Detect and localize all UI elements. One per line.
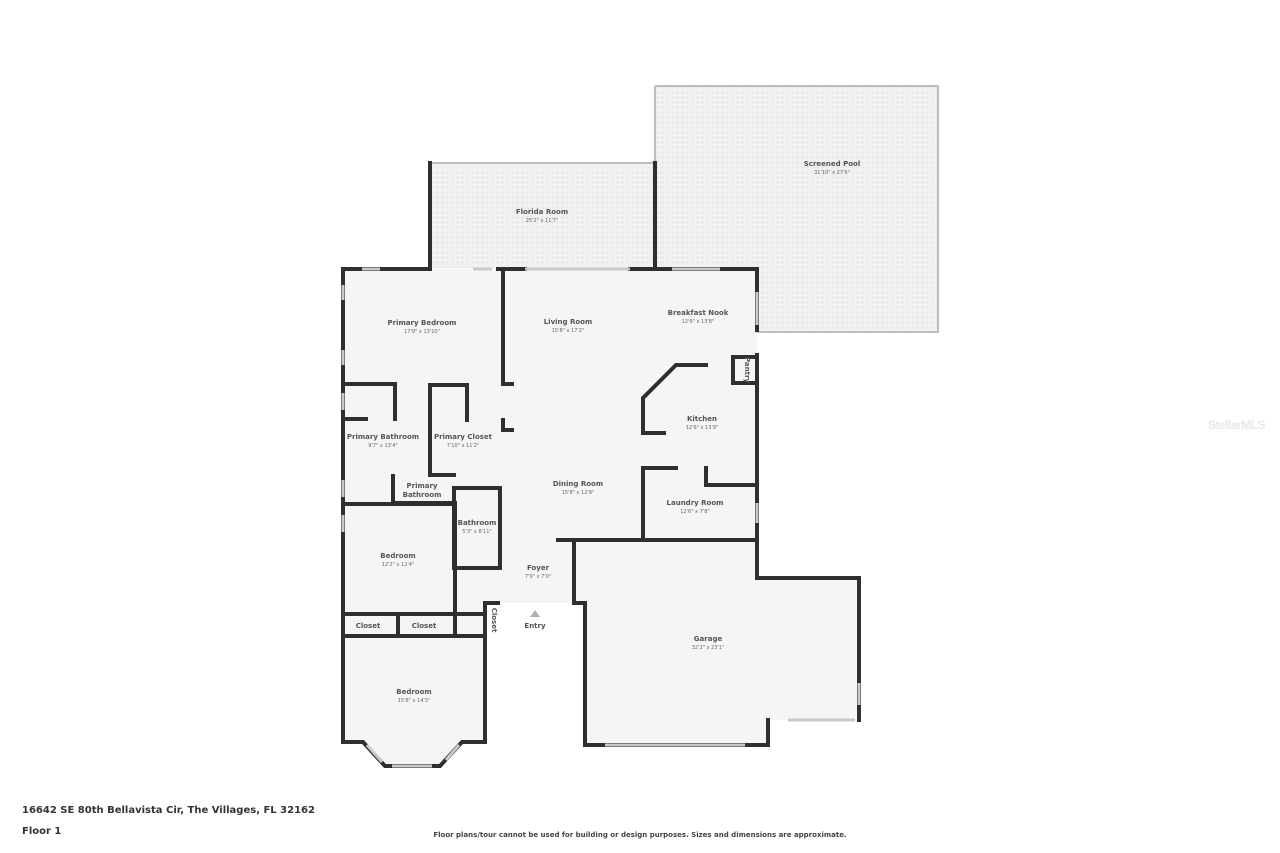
label-bathroom: Bathroom bbox=[458, 519, 497, 527]
label-primary-bathroom-wc: Primary bbox=[406, 482, 437, 490]
label-dining-room: Dining Room bbox=[553, 480, 603, 488]
svg-text:5'3" x 8'11": 5'3" x 8'11" bbox=[462, 529, 491, 535]
svg-text:15'8" x 14'3": 15'8" x 14'3" bbox=[398, 698, 431, 704]
svg-text:32'2" x 23'1": 32'2" x 23'1" bbox=[692, 645, 725, 651]
svg-text:17'9" x 13'10": 17'9" x 13'10" bbox=[404, 329, 440, 335]
label-closet-1: Closet bbox=[356, 622, 381, 630]
property-address: 16642 SE 80th Bellavista Cir, The Villag… bbox=[22, 805, 315, 816]
svg-text:15'8" x 17'2": 15'8" x 17'2" bbox=[552, 328, 585, 334]
floor-label: Floor 1 bbox=[22, 826, 62, 837]
svg-text:9'7" x 13'4": 9'7" x 13'4" bbox=[368, 443, 397, 449]
svg-text:12'6" x 13'8": 12'6" x 13'8" bbox=[682, 319, 715, 325]
svg-text:12'6" x 7'8": 12'6" x 7'8" bbox=[680, 509, 709, 515]
label-entry: Entry bbox=[524, 622, 546, 630]
label-pantry: Pantry bbox=[743, 357, 751, 383]
svg-text:12'2" x 12'4": 12'2" x 12'4" bbox=[382, 562, 415, 568]
label-kitchen: Kitchen bbox=[687, 415, 717, 423]
watermark: StellarMLS bbox=[1208, 418, 1266, 432]
svg-text:31'10" x 27'6": 31'10" x 27'6" bbox=[814, 170, 850, 176]
svg-text:Bathroom: Bathroom bbox=[403, 491, 442, 499]
interior-floor bbox=[343, 269, 859, 766]
label-laundry-room: Laundry Room bbox=[667, 499, 724, 507]
walls bbox=[341, 161, 861, 768]
entry-arrow-icon bbox=[530, 610, 540, 617]
label-garage: Garage bbox=[694, 635, 723, 643]
svg-text:7'9" x 7'0": 7'9" x 7'0" bbox=[525, 574, 551, 580]
label-screened-pool: Screened Pool bbox=[804, 160, 860, 168]
disclaimer: Floor plans/tour cannot be used for buil… bbox=[433, 831, 847, 839]
windows bbox=[341, 267, 861, 768]
svg-text:12'6" x 13'9": 12'6" x 13'9" bbox=[686, 425, 719, 431]
room-labels: Screened Pool 31'10" x 27'6" Florida Roo… bbox=[347, 160, 860, 704]
label-primary-bathroom: Primary Bathroom bbox=[347, 433, 419, 441]
label-closet-2: Closet bbox=[412, 622, 437, 630]
svg-text:7'10" x 11'2": 7'10" x 11'2" bbox=[447, 443, 480, 449]
label-closet-3: Closet bbox=[490, 608, 498, 633]
label-bedroom-3: Bedroom bbox=[396, 688, 431, 696]
label-florida-room: Florida Room bbox=[516, 208, 568, 216]
label-primary-bedroom: Primary Bedroom bbox=[388, 319, 457, 327]
svg-text:25'2" x 11'7": 25'2" x 11'7" bbox=[526, 218, 559, 224]
label-foyer: Foyer bbox=[527, 564, 550, 572]
svg-text:15'8" x 12'9": 15'8" x 12'9" bbox=[562, 490, 595, 496]
label-breakfast-nook: Breakfast Nook bbox=[668, 309, 729, 317]
label-bedroom-2: Bedroom bbox=[380, 552, 415, 560]
label-primary-closet: Primary Closet bbox=[434, 433, 493, 441]
label-living-room: Living Room bbox=[544, 318, 593, 326]
entry-porch bbox=[485, 603, 574, 663]
